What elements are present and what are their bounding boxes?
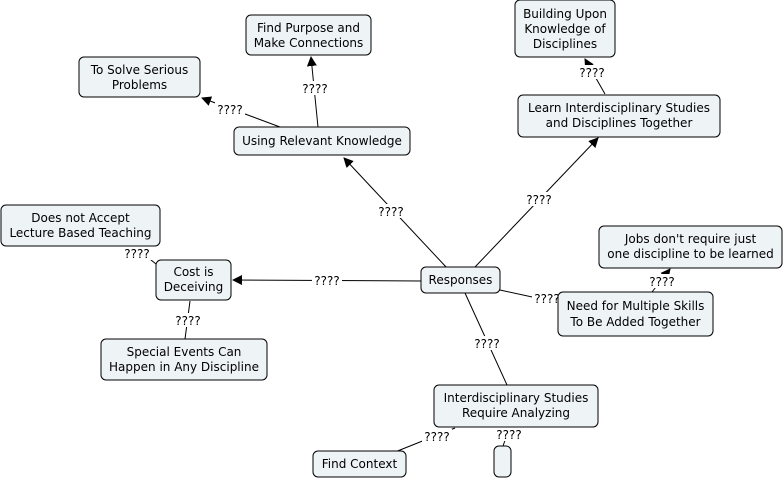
svg-text:????: ???? [649,275,674,289]
link-label-serious: ???? [215,102,245,117]
svg-text:Learn Interdisciplinary Studie: Learn Interdisciplinary Studies [528,101,710,115]
link-label-context: ???? [422,429,452,444]
svg-text:Special Events Can: Special Events Can [127,345,242,359]
svg-text:Need for Multiple Skills: Need for Multiple Skills [567,299,705,313]
link-label-lecture: ???? [122,246,152,261]
svg-text:Cost is: Cost is [173,265,213,279]
concept-find-purpose[interactable]: Find Purpose and Make Connections [245,14,372,56]
concept-find-context[interactable]: Find Context [312,450,407,478]
concept-using-relevant-knowledge[interactable]: Using Relevant Knowledge [233,126,411,156]
link-label-analyzing: ???? [472,336,502,351]
svg-text:To Solve Serious: To Solve Serious [90,63,189,77]
concept-does-not-accept-lecture[interactable]: Does not Accept Lecture Based Teaching [0,204,161,247]
link-label-empty: ???? [494,427,524,442]
link-label-building: ???? [577,65,607,80]
svg-text:Find Context: Find Context [322,457,398,471]
svg-text:????: ???? [424,430,449,444]
svg-text:and Disciplines Together: and Disciplines Together [546,116,693,130]
svg-text:Lecture Based Teaching: Lecture Based Teaching [9,226,151,240]
svg-text:Happen in Any Discipline: Happen in Any Discipline [109,360,259,374]
link-label-cost: ???? [312,273,342,288]
concept-jobs-dont-require[interactable]: Jobs don't require just one discipline t… [598,225,783,269]
svg-text:one discipline to be learned: one discipline to be learned [607,247,773,261]
svg-text:Does not Accept: Does not Accept [31,211,130,225]
svg-text:Require Analyzing: Require Analyzing [462,406,570,420]
svg-text:Jobs don't require just: Jobs don't require just [624,232,757,246]
concept-learn-interdisciplinary[interactable]: Learn Interdisciplinary Studies and Disc… [517,94,721,138]
svg-text:????: ???? [302,82,327,96]
svg-text:????: ???? [496,428,521,442]
svg-text:Make Connections: Make Connections [254,36,364,50]
link-label-special: ???? [173,313,203,328]
link-label-relevant: ???? [376,204,406,219]
svg-text:????: ???? [579,66,604,80]
svg-text:Using Relevant Knowledge: Using Relevant Knowledge [242,134,402,148]
concept-require-analyzing[interactable]: Interdisciplinary Studies Require Analyz… [433,384,599,428]
concept-empty[interactable] [493,445,512,478]
svg-text:Building Upon: Building Upon [523,7,607,21]
svg-text:????: ???? [175,314,200,328]
svg-text:????: ???? [474,337,499,351]
svg-text:????: ???? [217,103,242,117]
svg-text:????: ???? [124,247,149,261]
link-label-multiple: ???? [532,291,562,306]
svg-text:Disciplines: Disciplines [533,37,597,51]
svg-text:Responses: Responses [429,273,493,287]
link-label-purpose: ???? [300,81,330,96]
svg-text:Deceiving: Deceiving [164,280,224,294]
svg-text:????: ???? [314,274,339,288]
svg-text:????: ???? [378,205,403,219]
concept-special-events[interactable]: Special Events Can Happen in Any Discipl… [100,338,268,381]
concept-multiple-skills[interactable]: Need for Multiple Skills To Be Added Tog… [557,291,714,337]
svg-text:Problems: Problems [112,78,167,92]
concept-building-upon-knowledge[interactable]: Building Upon Knowledge of Disciplines [514,0,616,58]
concept-cost-is-deceiving[interactable]: Cost is Deceiving [155,259,232,301]
svg-text:Find Purpose and: Find Purpose and [257,21,360,35]
concept-responses[interactable]: Responses [420,266,501,294]
svg-text:To Be Added Together: To Be Added Together [569,315,700,329]
svg-text:Interdisciplinary Studies: Interdisciplinary Studies [444,391,589,405]
svg-text:????: ???? [526,193,551,207]
link-labels: ???? ???? ???? ???? ???? ???? ???? ???? … [122,65,677,444]
concept-solve-serious-problems[interactable]: To Solve Serious Problems [78,56,201,98]
svg-text:????: ???? [534,292,559,306]
svg-text:Knowledge of: Knowledge of [524,22,606,36]
link-label-jobs: ???? [647,274,677,289]
link-label-learn: ???? [524,192,554,207]
